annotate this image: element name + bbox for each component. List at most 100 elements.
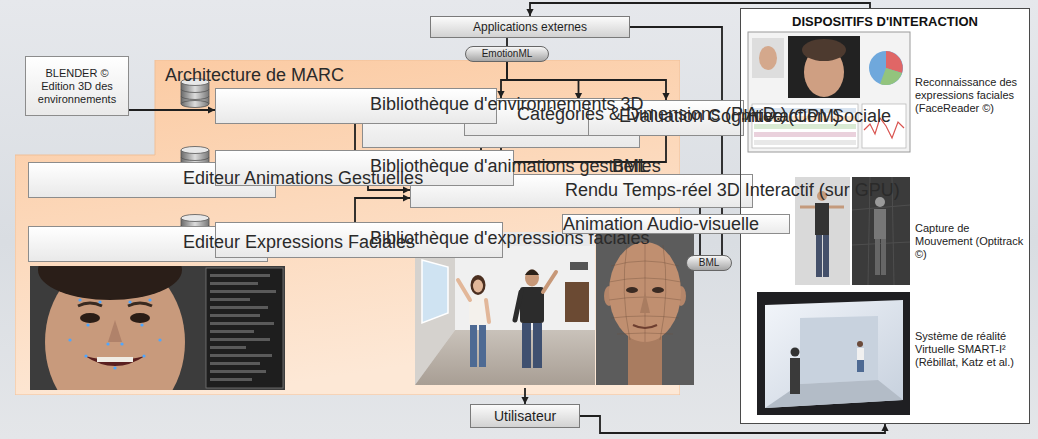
illustration-part: [38, 266, 185, 390]
illustration-part: [802, 39, 846, 61]
region-title: Architecture de MARC: [165, 64, 344, 86]
process-box: Bibliothèque d'environnements 3D: [215, 88, 497, 124]
illustration-part: [525, 270, 539, 287]
illustration-part: [765, 380, 903, 408]
illustration-part: [626, 287, 638, 293]
illustration-part: [210, 346, 246, 349]
illustration-part: [128, 300, 131, 303]
node-label: Rendu Temps-réel 3D Interactif (sur GPU): [561, 179, 902, 201]
node-label: Bibliothèque d'environnements 3D: [366, 93, 646, 115]
illustration-part: [525, 270, 539, 276]
illustration-part: [148, 298, 151, 301]
illustration-part: [640, 292, 650, 313]
illustration-part: [570, 262, 588, 270]
illustration-part: [857, 341, 863, 347]
illustration-part: [38, 266, 182, 300]
illustration-part: [142, 354, 145, 357]
illustration-part: [415, 330, 595, 385]
illustration-part: [471, 275, 486, 295]
smart-i2-screenshot: [757, 292, 910, 415]
illustration-part: [458, 280, 470, 300]
arrowhead: [526, 9, 533, 16]
illustration-part: [609, 242, 681, 342]
architecture-region: Architecture de MARCCatégories & Dimensi…: [15, 60, 680, 395]
illustration-part: [880, 68, 902, 85]
illustration-part: [97, 357, 133, 362]
illustration-part: [80, 313, 100, 323]
output-title: Animation Audio-visuelle: [562, 214, 790, 234]
illustration-part: [140, 323, 143, 326]
illustration-part: [479, 325, 486, 367]
illustration-part: [210, 330, 254, 333]
process-box: Editeur Animations Gestuelles: [28, 162, 276, 198]
arrowhead: [521, 397, 528, 404]
illustration-part: [108, 320, 122, 342]
illustration-part: [874, 209, 886, 239]
illustration-part: [85, 356, 145, 366]
illustration-part: [210, 306, 268, 309]
illustration-part: [788, 36, 860, 98]
illustration-part: [470, 325, 477, 367]
connector-line: [506, 38, 508, 46]
illustration-part: [210, 378, 252, 381]
illustration-part: [543, 272, 556, 292]
device-caption: Système de réalité Virtuelle SMART-I² (R…: [915, 330, 1027, 369]
illustration-part: [68, 338, 71, 341]
illustration-part: [210, 370, 266, 373]
illustration-part: [210, 298, 250, 301]
illustration-part: [486, 300, 489, 322]
node-label: Utilisateur: [471, 408, 579, 424]
application-box: Applications externes: [430, 16, 630, 38]
illustration-part: [869, 51, 903, 85]
illustration-part: [754, 140, 856, 145]
connector-line: [129, 109, 215, 111]
face-editor-screenshot: [30, 240, 285, 426]
illustration-part: [210, 274, 276, 381]
illustration-part: [565, 282, 589, 322]
device-caption: Reconnaissance des expressions faciales …: [915, 76, 1027, 115]
illustration-part: [815, 203, 829, 235]
illustration-part: [533, 323, 542, 368]
illustration-part: [84, 354, 87, 357]
illustration-part: [210, 290, 276, 293]
node-label: EmotionML: [479, 48, 536, 60]
illustration-part: [596, 232, 694, 385]
illustration-part: [86, 323, 89, 326]
illustration-part: [609, 242, 681, 342]
illustration-part: [757, 292, 910, 415]
illustration-part: [754, 132, 856, 137]
illustration-part: [652, 287, 664, 293]
illustration-part: [210, 282, 258, 285]
illustration-part: [857, 348, 864, 360]
illustration-part: [106, 342, 109, 345]
format-pill: BML: [686, 255, 732, 271]
illustration-part: [857, 360, 864, 372]
illustration-part: [875, 239, 880, 275]
node-label: Applications externes: [431, 20, 629, 34]
illustration-part: [790, 358, 800, 394]
node-label: BLENDER © Edition 3D des environnements: [26, 67, 128, 106]
illustration-part: [473, 280, 483, 293]
illustration-part: [206, 268, 283, 388]
illustration-part: [78, 298, 81, 301]
illustration-part: [210, 274, 270, 277]
illustration-part: [520, 287, 544, 323]
arrowhead: [881, 424, 888, 431]
illustration-part: [422, 260, 448, 323]
user-box: Utilisateur: [470, 404, 580, 428]
illustration-part: [791, 348, 800, 357]
device-caption: Capture de Mouvement (Optitrack ©): [915, 222, 1027, 261]
illustration-part: [68, 298, 161, 369]
node-label: Interaction Sociale: [739, 105, 893, 127]
process-box: BLENDER © Edition 3D des environnements: [25, 56, 129, 116]
illustration-part: [823, 235, 829, 277]
panel-title: DISPOSITIFS D'INTERACTION: [741, 14, 1029, 30]
node-label: Bibliothèque d'animations gestuelles: [366, 155, 663, 177]
illustration-part: [455, 246, 595, 330]
head-render: [596, 232, 694, 385]
illustration-part: [113, 366, 116, 369]
illustration-part: [158, 338, 161, 341]
